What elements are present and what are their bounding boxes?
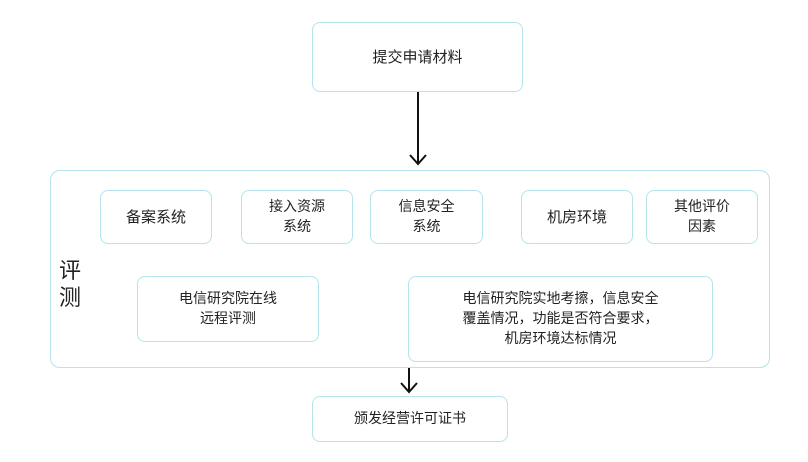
arrowhead-group-to-bottom [400,382,418,394]
license-issue-label: 颁发经营许可证书 [354,411,466,427]
server-room-environment-box: 机房环境 [521,190,633,244]
remote-evaluation-box: 电信研究院在线 远程评测 [137,276,319,342]
submit-materials-label: 提交申请材料 [372,48,463,66]
arrowhead-top-to-group [409,154,427,166]
info-security-system-box: 信息安全 系统 [370,190,483,244]
onsite-evaluation-box: 电信研究院实地考擦，信息安全 覆盖情况，功能是否符合要求， 机房环境达标情况 [408,276,713,362]
filing-system-box: 备案系统 [100,190,212,244]
other-factors-box: 其他评价 因素 [646,190,758,244]
license-issue-box: 颁发经营许可证书 [312,396,508,442]
evaluation-group-label: 评 测 [58,259,81,311]
submit-materials-box: 提交申请材料 [312,22,523,92]
access-resource-system-box: 接入资源 系统 [241,190,353,244]
